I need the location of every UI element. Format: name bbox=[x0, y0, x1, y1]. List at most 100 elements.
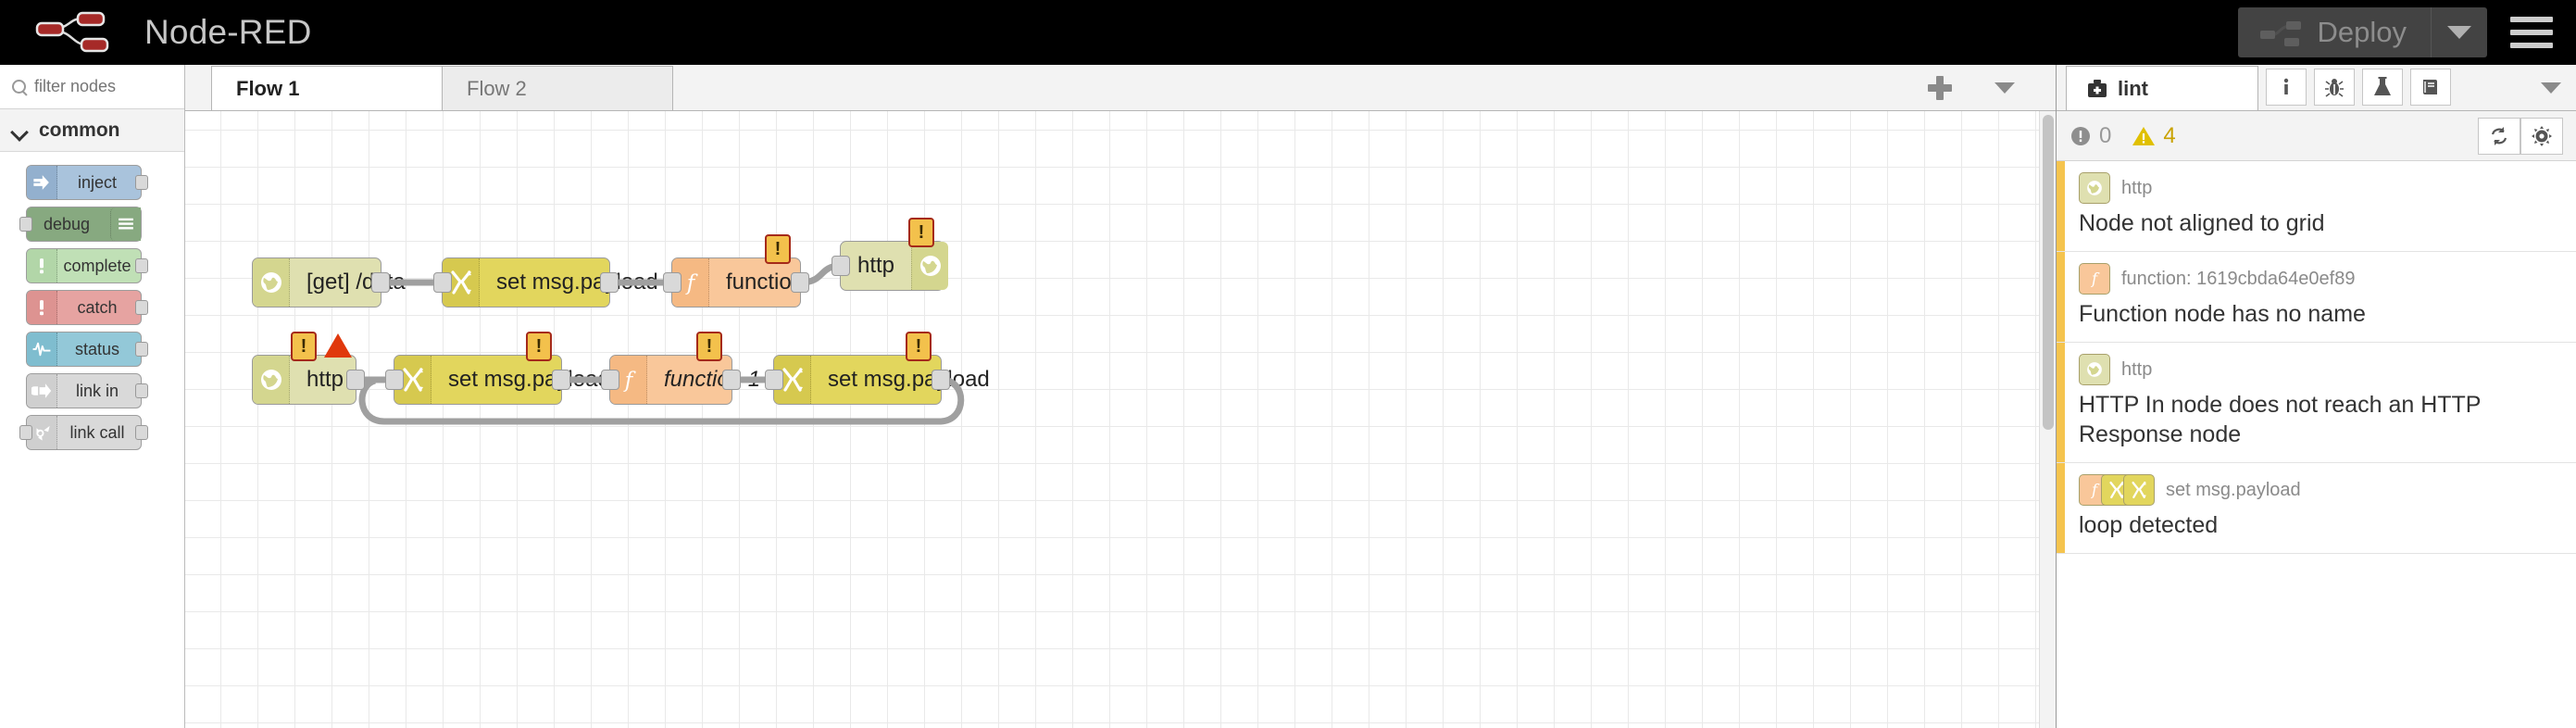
node-output-port[interactable] bbox=[346, 370, 365, 390]
error-count-group: 0 bbox=[2070, 123, 2111, 149]
menu-bar bbox=[2510, 17, 2553, 22]
brand: Node-RED bbox=[0, 7, 312, 57]
bug-icon[interactable] bbox=[2314, 69, 2355, 106]
flow-node-n4[interactable]: http! bbox=[832, 218, 949, 291]
tab-flow-1[interactable]: Flow 1 bbox=[211, 66, 443, 110]
flow-node-n5[interactable]: http! bbox=[252, 332, 365, 405]
node-output-port[interactable] bbox=[722, 370, 741, 390]
node-input-port[interactable] bbox=[433, 272, 452, 293]
menu-bar bbox=[2510, 30, 2553, 35]
node-input-port[interactable] bbox=[765, 370, 783, 390]
inject-arrow-icon bbox=[27, 166, 57, 199]
deploy-dropdown-button[interactable] bbox=[2432, 7, 2487, 57]
canvas-scrollbar-thumb[interactable] bbox=[2043, 115, 2054, 430]
palette-node-debug[interactable]: debug bbox=[19, 207, 142, 242]
hamburger-menu-icon[interactable] bbox=[2487, 0, 2576, 65]
search-input[interactable] bbox=[34, 77, 173, 96]
node-warning-badge[interactable]: ! bbox=[765, 234, 791, 264]
node-output-port[interactable] bbox=[371, 272, 390, 293]
pulse-wave-icon bbox=[27, 333, 57, 366]
node-error-triangle-icon[interactable] bbox=[324, 333, 352, 358]
palette-search[interactable] bbox=[0, 65, 184, 109]
node-output-port[interactable] bbox=[791, 272, 809, 293]
svg-text:f: f bbox=[684, 271, 697, 295]
flow-node-label: http bbox=[306, 367, 344, 392]
flow-tab-bar: Flow 1 Flow 2 bbox=[185, 65, 2056, 111]
node-output-port[interactable] bbox=[135, 258, 148, 273]
tab-flow-2[interactable]: Flow 2 bbox=[442, 66, 673, 110]
sidebar-menu-button[interactable] bbox=[2526, 66, 2576, 110]
lint-item-message: HTTP In node does not reach an HTTP Resp… bbox=[2079, 392, 2482, 447]
node-output-port[interactable] bbox=[932, 370, 950, 390]
exclamation-icon bbox=[27, 291, 57, 324]
node-input-port[interactable] bbox=[19, 425, 32, 440]
chevron-down-icon bbox=[9, 120, 30, 141]
deploy-button[interactable]: Deploy bbox=[2237, 7, 2487, 57]
palette-node-link-in[interactable]: link in bbox=[26, 373, 148, 408]
lint-item[interactable]: f set msg.payload loop detected bbox=[2057, 463, 2576, 554]
lint-item-node-name: function: 1619cbda64e0ef89 bbox=[2121, 268, 2356, 289]
node-input-port[interactable] bbox=[385, 370, 404, 390]
palette-node-status[interactable]: status bbox=[26, 332, 148, 367]
lint-summary: 0 4 bbox=[2057, 111, 2576, 161]
palette-category-common[interactable]: common bbox=[0, 109, 184, 152]
info-icon[interactable] bbox=[2266, 69, 2307, 106]
node-output-port[interactable] bbox=[135, 300, 148, 315]
flask-icon[interactable] bbox=[2362, 69, 2403, 106]
node-output-port[interactable] bbox=[600, 272, 619, 293]
node-input-port[interactable] bbox=[663, 272, 682, 293]
palette-node-list: inject debug complete catch status link in lin… bbox=[0, 152, 184, 450]
lint-item-icons bbox=[2079, 172, 2110, 204]
flow-node-n8[interactable]: set msg.payload! bbox=[765, 332, 990, 405]
node-warning-badge[interactable]: ! bbox=[906, 332, 932, 361]
node-input-port[interactable] bbox=[832, 256, 850, 276]
lint-item-list: http Node not aligned to grid f function… bbox=[2057, 161, 2576, 554]
palette-node-catch[interactable]: catch bbox=[26, 290, 148, 325]
node-output-port[interactable] bbox=[135, 175, 148, 190]
node-warning-badge[interactable]: ! bbox=[291, 332, 317, 361]
lint-item-header: f set msg.payload bbox=[2079, 474, 2557, 506]
lint-item-message: loop detected bbox=[2079, 512, 2219, 538]
node-output-port[interactable] bbox=[135, 342, 148, 357]
svg-text:f: f bbox=[622, 369, 635, 393]
globe-icon bbox=[2079, 172, 2110, 204]
node-input-port[interactable] bbox=[19, 217, 32, 232]
node-warning-badge[interactable]: ! bbox=[526, 332, 552, 361]
flow-menu-button[interactable] bbox=[1972, 66, 2037, 110]
lint-item[interactable]: f function: 1619cbda64e0ef89 Function no… bbox=[2057, 252, 2576, 343]
refresh-icon[interactable] bbox=[2478, 117, 2520, 155]
link-in-icon bbox=[27, 374, 57, 408]
lint-item-message: Function node has no name bbox=[2079, 301, 2366, 327]
node-output-port[interactable] bbox=[135, 383, 148, 398]
brand-title: Node-RED bbox=[144, 13, 312, 51]
lint-item-message: Node not aligned to grid bbox=[2079, 210, 2325, 236]
wire-loop-n8-n6 bbox=[358, 376, 965, 425]
flow-node-n2[interactable]: set msg.payload bbox=[433, 257, 658, 308]
canvas-scrollbar[interactable] bbox=[2039, 111, 2056, 728]
plus-icon bbox=[1928, 76, 1952, 100]
node-output-port[interactable] bbox=[552, 370, 570, 390]
lint-item[interactable]: http HTTP In node does not reach an HTTP… bbox=[2057, 343, 2576, 463]
palette-node-label: link in bbox=[75, 381, 119, 400]
lint-item-node-name: http bbox=[2121, 358, 2153, 380]
palette-node-label: complete bbox=[63, 256, 131, 275]
node-warning-badge[interactable]: ! bbox=[908, 218, 934, 247]
sidebar-tab-lint[interactable]: lint bbox=[2066, 66, 2258, 110]
palette-node-inject[interactable]: inject bbox=[26, 165, 148, 200]
palette-node-complete[interactable]: complete bbox=[26, 248, 148, 283]
flow-node-n1[interactable]: [get] /data bbox=[252, 257, 406, 308]
book-icon[interactable] bbox=[2410, 69, 2451, 106]
tab-label: Flow 2 bbox=[467, 76, 527, 100]
lint-item[interactable]: http Node not aligned to grid bbox=[2057, 161, 2576, 252]
add-flow-button[interactable] bbox=[1907, 66, 1972, 110]
palette-node-label: status bbox=[74, 339, 120, 358]
node-warning-badge[interactable]: ! bbox=[696, 332, 722, 361]
palette-node-link-call[interactable]: link call bbox=[19, 415, 148, 450]
gear-icon[interactable] bbox=[2520, 117, 2563, 155]
sidebar-tab-label: lint bbox=[2118, 76, 2148, 100]
lint-summary-actions bbox=[2478, 117, 2563, 155]
node-input-port[interactable] bbox=[601, 370, 619, 390]
node-output-port[interactable] bbox=[135, 425, 148, 440]
